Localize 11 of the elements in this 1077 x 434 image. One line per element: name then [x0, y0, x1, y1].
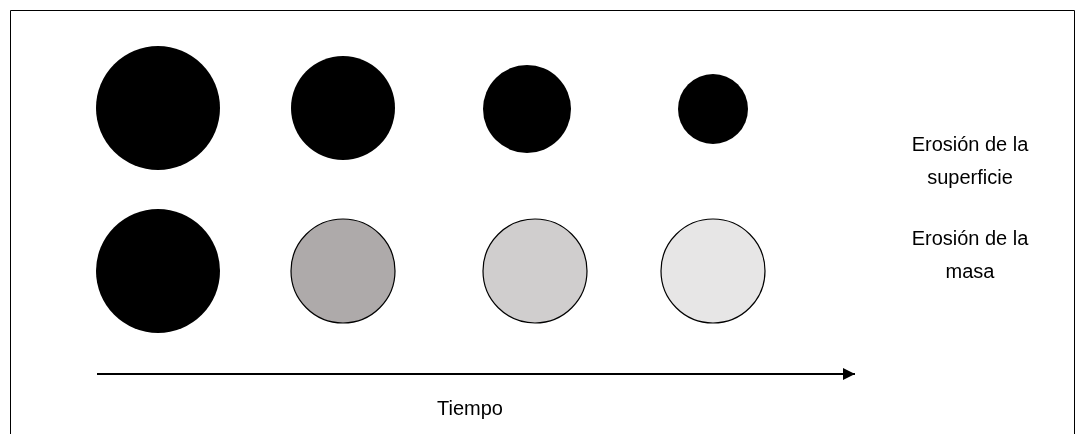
circle-shape	[290, 218, 396, 324]
row-label: Erosión de la superficie	[910, 132, 1030, 190]
circle-shape	[660, 218, 766, 324]
circle-shape	[95, 208, 221, 334]
axis-label: Tiempo	[436, 396, 504, 421]
row-label: Erosión de la masa	[910, 226, 1030, 284]
circle-shape	[677, 73, 749, 145]
circle-shape	[482, 218, 588, 324]
circle-shape	[482, 64, 572, 154]
circle-shape	[95, 45, 221, 171]
circle-shape	[290, 55, 396, 161]
